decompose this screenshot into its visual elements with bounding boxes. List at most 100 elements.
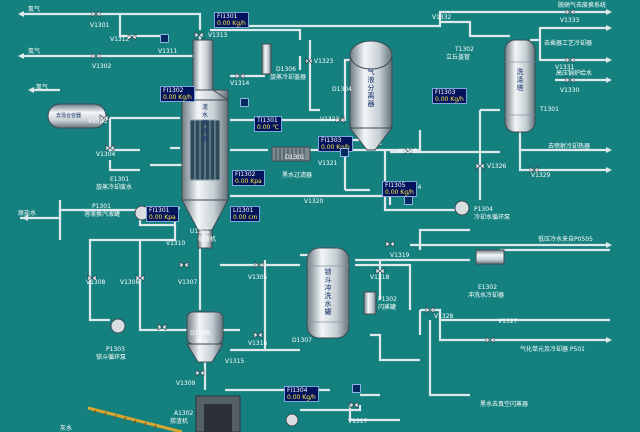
tag-name: FI1304 xyxy=(287,387,308,394)
pressure-indicator-p1301[interactable]: FI1302 0.00 Kpa xyxy=(232,170,265,186)
controller-indicator[interactable] xyxy=(404,196,413,205)
valve-label-v1311: V1311 xyxy=(158,48,178,55)
equipment-label-t1301: T1301 xyxy=(540,106,559,113)
tag-name: FI1301 xyxy=(217,13,238,20)
equipment-label-d1308: D1308 xyxy=(190,330,210,337)
equipment-label-d1307: D1307 xyxy=(292,337,312,344)
scrubber-tank-label: 锁斗冲洗水罐 xyxy=(324,268,332,316)
tag-value: 0.00 Kg/h xyxy=(385,189,414,196)
tag-value: 0.00 cm xyxy=(233,214,258,221)
controller-indicator[interactable] xyxy=(160,34,169,43)
valve-label-v1332: V1332 xyxy=(432,14,452,21)
equipment-label-drain-prefilter: 溶液换汽液罐 xyxy=(84,211,121,218)
outlet-boiler-heat: 高压锅炉给水 xyxy=(556,70,593,77)
equipment-label-e1301: E1301 xyxy=(110,176,130,183)
equipment-label-t1302: T1302 xyxy=(455,46,474,53)
equipment-label-p1303: P1303 xyxy=(106,346,125,353)
equipment-label-flash: 闪蒸罐 xyxy=(378,304,397,311)
controller-indicator[interactable] xyxy=(352,384,361,393)
valve-label-v1321: V1321 xyxy=(318,160,338,167)
equipment-label-p1304: P1304 xyxy=(474,206,493,213)
level-indicator-li1301[interactable]: LI1301 0.00 cm xyxy=(230,206,261,222)
valve-label-v1306: V1306 xyxy=(120,279,140,286)
flow-indicator-fi1304[interactable]: FI1304 0.00 Kg/h xyxy=(284,386,319,402)
equipment-label-chain: 捞渣机 xyxy=(170,418,189,425)
outlet-jet-condenser: 去喷射冷却热器 xyxy=(548,143,591,150)
equipment-label-cooling-loop: 冷却水循环泵 xyxy=(474,214,511,221)
controller-indicator[interactable] xyxy=(240,98,249,107)
valve-label-v1322: V1322 xyxy=(320,116,340,123)
valve-label-v1331: V1331 xyxy=(555,64,575,71)
outlet-process-cooler: 去乘器工艺冷却器 xyxy=(544,40,593,47)
equipment-label-cutter: 破渣机 xyxy=(198,236,217,243)
inlet-low-pressure-water: 低压冷水来自P0505 xyxy=(538,236,593,243)
tag-name: FI1301 xyxy=(149,207,170,214)
equipment-label-filter: 黑水过滤器 xyxy=(282,172,313,179)
pressure-indicator-pi1302[interactable]: FI1301 0.00 Kpa xyxy=(146,206,179,222)
flow-indicator-fi1305[interactable]: FI1305 0.00 Kg/h xyxy=(382,181,417,197)
separator-vessel-label: 气液分离器 xyxy=(367,68,375,108)
valve-label-v1303: V1303 xyxy=(88,118,108,125)
valve-label-v1315: V1315 xyxy=(225,358,245,365)
flow-indicator-t1302[interactable]: FI1303 0.00 Kg/h xyxy=(432,88,467,104)
valve-label-v1312: V1312 xyxy=(110,36,130,43)
tag-name: FI1305 xyxy=(385,182,406,189)
tag-name: FI1302 xyxy=(235,171,256,178)
controller-indicator[interactable] xyxy=(340,148,349,157)
horizontal-vessel-label: 去混合容器 xyxy=(56,113,82,119)
flow-indicator-fi1301[interactable]: FI1301 0.00 Kg/h xyxy=(214,12,249,28)
outlet-hot-water-loop: 黑水去真空闪蒸器 xyxy=(480,401,529,408)
tag-name: FI1303 xyxy=(321,137,342,144)
tag-value: 0.00 Kg/h xyxy=(287,394,316,401)
tag-value: 0.00 Kpa xyxy=(235,178,262,185)
tag-value: 0.00 Kg/h xyxy=(163,94,192,101)
valve-label-v1301: V1301 xyxy=(90,22,110,29)
valves xyxy=(87,8,575,409)
valve-label-v1307: V1307 xyxy=(178,279,198,286)
valve-label-v1310: V1310 xyxy=(166,240,186,247)
pumps xyxy=(110,200,470,427)
valve-label-v1328: V1328 xyxy=(434,313,454,320)
temperature-indicator-ti1301[interactable]: TI1301 0.00 ℃ xyxy=(254,116,283,132)
flow-indicator-fi1302[interactable]: FI1302 0.00 Kg/h xyxy=(160,86,195,102)
equipment-label-e1302: E1302 xyxy=(478,284,498,291)
valve-label-v1316: V1316 xyxy=(248,340,268,347)
tag-name: FI1303 xyxy=(435,89,456,96)
tag-name: FI1302 xyxy=(163,87,184,94)
tag-value: 0.00 Kg/h xyxy=(217,20,246,27)
flow-arrows xyxy=(18,9,612,343)
outlet-vent-system: 脱硝气去废换系统 xyxy=(558,2,607,9)
equipment-label-d1304: D1304 xyxy=(332,86,352,93)
valve-label-v1330: V1330 xyxy=(560,87,580,94)
equipment-label-flush-cooler: 冲洗水冷却器 xyxy=(468,292,505,299)
valve-label-v1305: V1305 xyxy=(248,274,268,281)
valve-label-v1320: V1320 xyxy=(304,198,324,205)
equipment-label-d1306: D1306 xyxy=(276,66,296,73)
valve-label-v1317: V1317 xyxy=(348,418,368,425)
valve-label-v1309: V1309 xyxy=(176,380,196,387)
valve-label-v1302: V1302 xyxy=(92,63,112,70)
equipment-label-d1301: D1301 xyxy=(285,154,305,161)
valve-label-v1326: V1326 xyxy=(487,163,507,170)
tag-value: 0.00 ℃ xyxy=(257,124,280,131)
equipment-label-bottom-cooler: 旋蒸冷却废水 xyxy=(96,184,133,191)
valve-label-v1304: V1304 xyxy=(96,151,116,158)
valve-label-v1327: V1327 xyxy=(498,318,518,325)
wash-tower-label: 洗涤塔 xyxy=(516,68,524,92)
inlet-steam: 灰水 xyxy=(60,425,73,432)
nitrogen-label-1: 氮气 xyxy=(28,6,41,13)
nitrogen-label-2: 氮气 xyxy=(28,48,41,55)
tag-name: TI1301 xyxy=(257,117,278,124)
valve-label-v1329: V1329 xyxy=(531,172,551,179)
tag-value: 0.00 Kg/h xyxy=(435,96,464,103)
valve-label-v1314: V1314 xyxy=(230,80,250,87)
inlet-feed-water: 原盐水 xyxy=(18,210,37,217)
valve-label-v1323: V1323 xyxy=(314,58,334,65)
outlet-gas-cooler: 气化单元及冷却器 P501 xyxy=(520,346,585,353)
equipment-label-d1305: 旋蒸冷却盖器 xyxy=(270,74,307,81)
valve-label-v1325: V1325 xyxy=(398,148,418,155)
equipment-label-a1302: A1302 xyxy=(174,410,194,417)
equipment-label-lockhopper: 锁斗 xyxy=(196,338,209,345)
valve-label-v1313: V1313 xyxy=(208,32,228,39)
